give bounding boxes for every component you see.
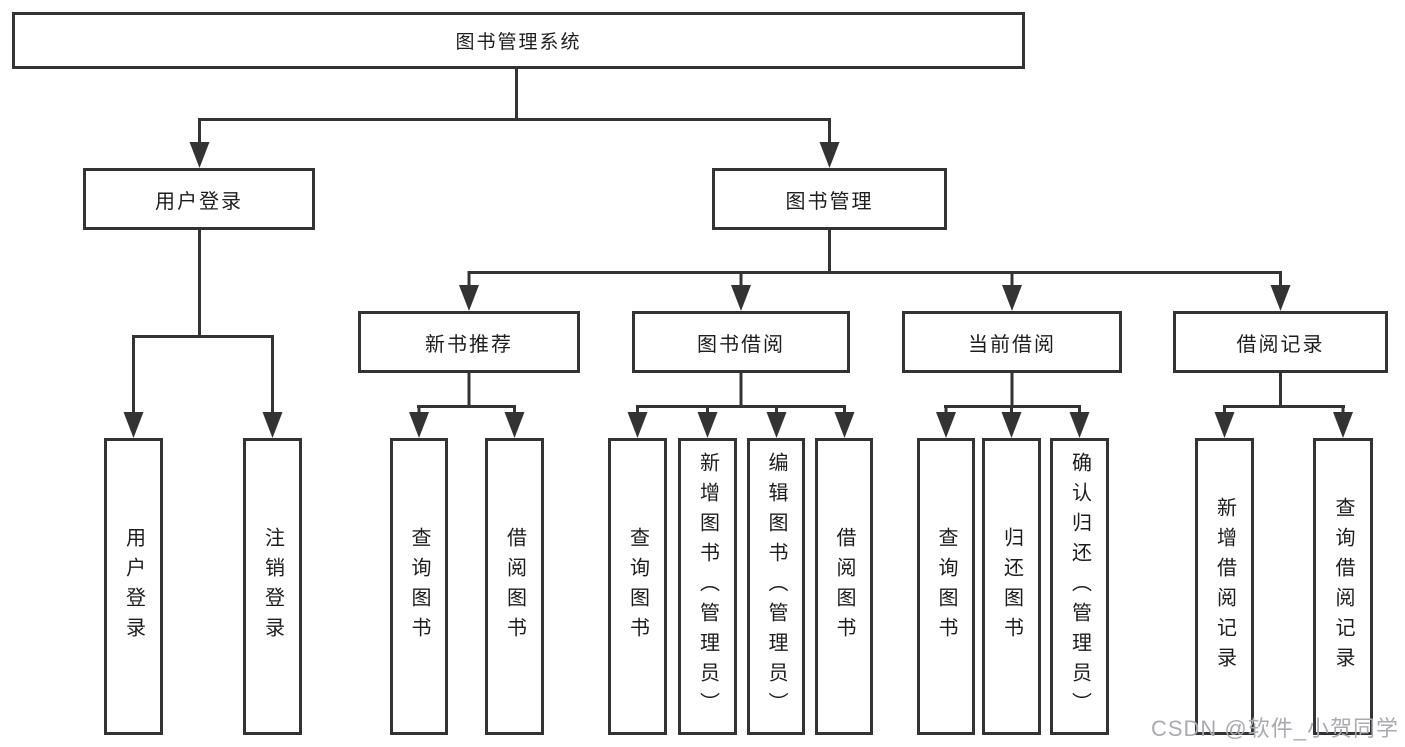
node-new-book-recommend: 新书推荐 <box>358 311 580 373</box>
node-book-borrowing-label: 图书借阅 <box>697 333 785 356</box>
node-root-label: 图书管理系统 <box>455 32 582 53</box>
node-user-login-label: 用户登录 <box>155 190 243 213</box>
arrowheads <box>123 142 1353 438</box>
leaf-cb-query-books-label: 查询图书 <box>935 526 957 647</box>
leaf-bb-add-books-label: 新增图书（管理员） <box>696 451 719 722</box>
leaf-user-login-label: 用户登录 <box>122 526 145 647</box>
leaf-cb-return-books-label: 归还图书 <box>1000 526 1023 647</box>
leaf-bb-edit-books-label: 编辑图书（管理员） <box>765 451 787 722</box>
leaf-br-add-record: 新增借阅记录 <box>1195 438 1254 735</box>
leaf-bb-query-books: 查询图书 <box>608 438 667 735</box>
node-user-login: 用户登录 <box>83 168 315 230</box>
leaf-cb-confirm-return-label: 确认归还（管理员） <box>1068 451 1091 722</box>
leaf-logout-login-label: 注销登录 <box>261 526 284 647</box>
leaf-logout-login: 注销登录 <box>243 438 302 735</box>
node-current-borrowing: 当前借阅 <box>902 311 1122 373</box>
node-borrowing-records-label: 借阅记录 <box>1236 333 1325 356</box>
node-current-borrowing-label: 当前借阅 <box>968 333 1056 356</box>
leaf-nb-borrow-books: 借阅图书 <box>485 438 544 735</box>
node-new-book-recommend-label: 新书推荐 <box>425 333 513 356</box>
leaf-cb-query-books: 查询图书 <box>917 438 975 735</box>
node-borrowing-records: 借阅记录 <box>1173 311 1388 373</box>
leaf-bb-add-books: 新增图书（管理员） <box>678 438 737 735</box>
leaf-nb-borrow-books-label: 借阅图书 <box>503 526 526 647</box>
node-book-management-label: 图书管理 <box>785 190 874 213</box>
leaf-user-login: 用户登录 <box>104 438 163 735</box>
leaf-bb-edit-books: 编辑图书（管理员） <box>747 438 805 735</box>
leaf-br-query-record: 查询借阅记录 <box>1313 438 1373 735</box>
leaf-br-query-record-label: 查询借阅记录 <box>1332 496 1354 677</box>
leaf-cb-return-books: 归还图书 <box>982 438 1041 735</box>
leaf-bb-query-books-label: 查询图书 <box>626 526 649 647</box>
leaf-bb-borrow-books-label: 借阅图书 <box>833 526 855 647</box>
leaf-nb-query-books-label: 查询图书 <box>408 526 430 647</box>
node-book-borrowing: 图书借阅 <box>632 311 850 373</box>
node-book-management: 图书管理 <box>712 168 947 230</box>
node-root: 图书管理系统 <box>12 12 1025 69</box>
leaf-br-add-record-label: 新增借阅记录 <box>1213 496 1236 677</box>
leaf-nb-query-books: 查询图书 <box>390 438 448 735</box>
leaf-bb-borrow-books: 借阅图书 <box>815 438 873 735</box>
leaf-cb-confirm-return: 确认归还（管理员） <box>1050 438 1109 735</box>
